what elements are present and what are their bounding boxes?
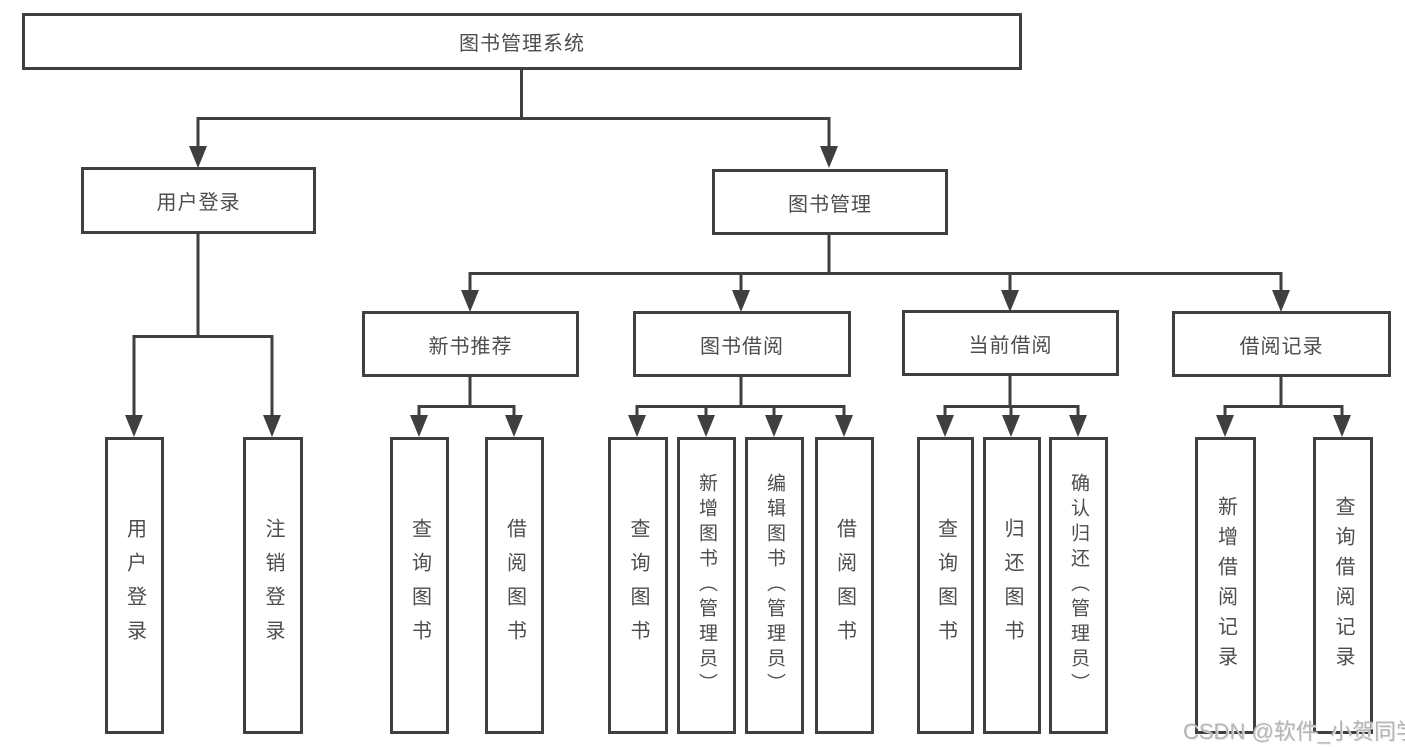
leaf-confirm-return-admin-label: 确认归还（管理员） [1068,473,1089,698]
leaf-query-books-current: 查询图书 [917,437,974,734]
leaf-query-books-borrow: 查询图书 [608,437,668,734]
node-book-management-label: 图书管理 [788,193,872,216]
node-book-management: 图书管理 [712,169,948,235]
leaf-return-books-label: 归还图书 [1001,517,1023,654]
node-borrow-records: 借阅记录 [1172,311,1391,377]
leaf-return-books: 归还图书 [983,437,1041,734]
node-user-login: 用户登录 [81,167,316,234]
leaf-add-books-admin-label: 新增图书（管理员） [696,473,717,698]
node-user-login-label: 用户登录 [156,192,241,214]
leaf-query-borrow-record: 查询借阅记录 [1313,437,1373,734]
leaf-add-borrow-record: 新增借阅记录 [1195,437,1256,734]
node-new-book-recommend-label: 新书推荐 [428,335,513,358]
leaf-borrow-books-recommend-label: 借阅图书 [503,517,526,654]
leaf-query-books-recommend-label: 查询图书 [408,517,431,654]
leaf-query-borrow-record-label: 查询借阅记录 [1332,495,1354,676]
leaf-edit-books-admin-label: 编辑图书（管理员） [764,473,785,698]
node-borrow-records-label: 借阅记录 [1239,335,1324,358]
leaf-logout: 注销登录 [243,437,303,734]
leaf-user-login-label: 用户登录 [123,517,146,654]
leaf-add-borrow-record-label: 新增借阅记录 [1214,495,1237,676]
leaf-borrow-books-recommend: 借阅图书 [485,437,544,734]
node-new-book-recommend: 新书推荐 [362,311,579,377]
leaf-borrow-books: 借阅图书 [815,437,874,734]
node-book-borrow-label: 图书借阅 [700,335,784,358]
leaf-add-books-admin: 新增图书（管理员） [677,437,736,734]
node-root: 图书管理系统 [22,13,1022,70]
leaf-logout-label: 注销登录 [262,517,284,654]
node-current-borrow-label: 当前借阅 [968,334,1053,357]
leaf-query-books-borrow-label: 查询图书 [627,517,649,654]
csdn-watermark: CSDN @软件_小贺同学 [1183,719,1405,744]
arrow-down-icons [125,146,1351,437]
node-current-borrow: 当前借阅 [902,310,1119,376]
leaf-user-login: 用户登录 [105,437,164,734]
leaf-confirm-return-admin: 确认归还（管理员） [1049,437,1108,734]
node-root-label: 图书管理系统 [459,33,585,55]
leaf-edit-books-admin: 编辑图书（管理员） [745,437,804,734]
node-book-borrow: 图书借阅 [633,311,851,377]
leaf-query-books-recommend: 查询图书 [390,437,449,734]
leaf-borrow-books-label: 借阅图书 [833,517,856,654]
leaf-query-books-current-label: 查询图书 [934,517,957,654]
